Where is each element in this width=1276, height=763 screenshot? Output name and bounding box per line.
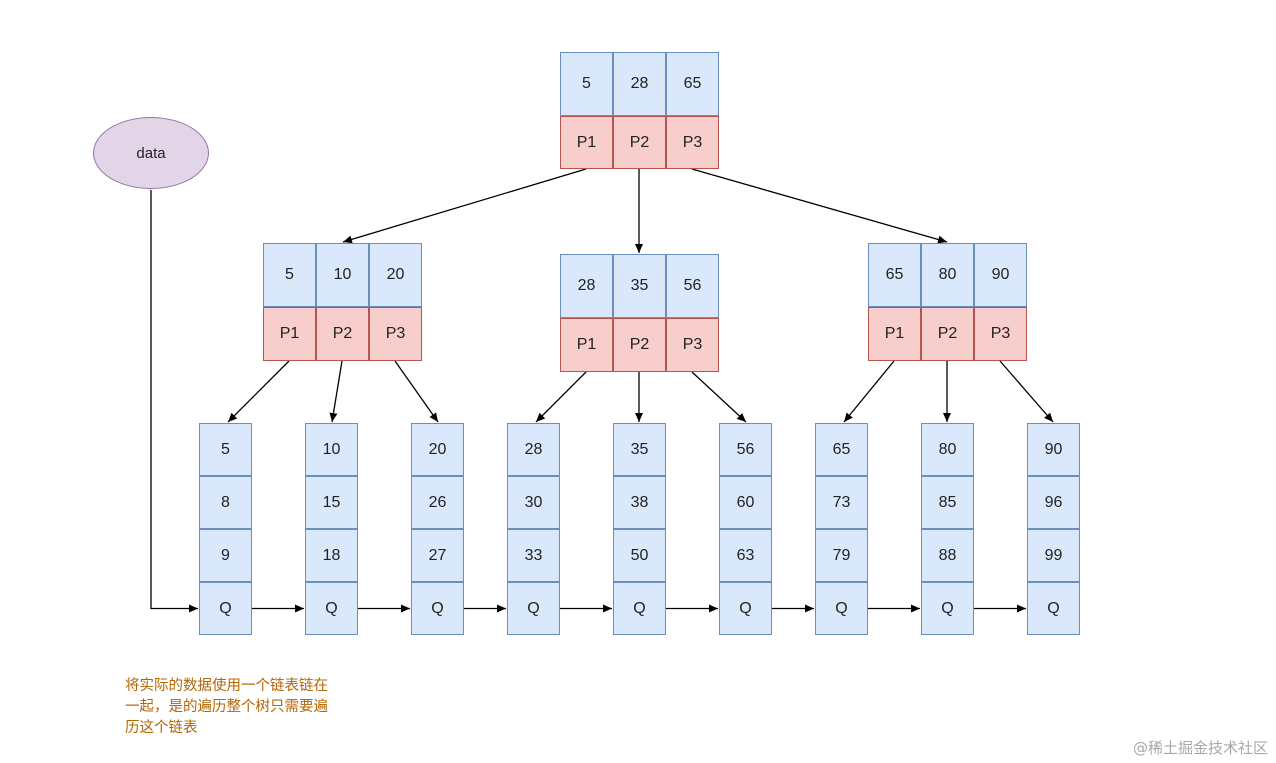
- edge-internal-to-leaf: [535, 371, 587, 423]
- internal-node-2-key-cell: 35: [613, 254, 666, 318]
- leaf-value-cell: 99: [1027, 529, 1080, 582]
- note-line: 将实际的数据使用一个链表链在: [125, 678, 328, 694]
- leaf-link-cell: Q: [305, 582, 358, 635]
- internal-node-2-key-cell: 56: [666, 254, 719, 318]
- leaf-value-cell: 15: [305, 476, 358, 529]
- internal-node-1-key-cell: 20: [369, 243, 422, 307]
- leaf-value-cell: 65: [815, 423, 868, 476]
- internal-node-3-key-cell: 65: [868, 243, 921, 307]
- internal-node-2-pointer-cell: P1: [560, 318, 613, 372]
- leaf-value-cell: 26: [411, 476, 464, 529]
- internal-node-2-key-cell: 28: [560, 254, 613, 318]
- root-node-pointer-cell: P3: [666, 116, 719, 169]
- data-node: data: [93, 117, 209, 189]
- edge-internal-to-leaf: [843, 360, 895, 423]
- leaf-link-cell: Q: [507, 582, 560, 635]
- leaf-value-cell: 96: [1027, 476, 1080, 529]
- leaf-link-cell: Q: [921, 582, 974, 635]
- leaf-link-cell: Q: [1027, 582, 1080, 635]
- leaf-value-cell: 90: [1027, 423, 1080, 476]
- leaf-value-cell: 63: [719, 529, 772, 582]
- leaf-value-cell: 56: [719, 423, 772, 476]
- internal-node-1-key-cell: 5: [263, 243, 316, 307]
- internal-node-3-pointer-cell: P3: [974, 307, 1027, 361]
- leaf-value-cell: 38: [613, 476, 666, 529]
- leaf-value-cell: 10: [305, 423, 358, 476]
- leaf-value-cell: 20: [411, 423, 464, 476]
- leaf-value-cell: 50: [613, 529, 666, 582]
- leaf-value-cell: 28: [507, 423, 560, 476]
- leaf-value-cell: 60: [719, 476, 772, 529]
- edge-internal-to-leaf: [691, 371, 747, 423]
- watermark: @稀土掘金技术社区: [1132, 739, 1268, 757]
- edge-internal-to-leaf: [394, 360, 439, 423]
- edge-data-to-first-leaf: [150, 190, 198, 613]
- internal-node-1-pointer-cell: P3: [369, 307, 422, 361]
- leaf-value-cell: 73: [815, 476, 868, 529]
- internal-node-1-pointer-cell: P2: [316, 307, 369, 361]
- internal-node-3-key-cell: 80: [921, 243, 974, 307]
- leaf-value-cell: 85: [921, 476, 974, 529]
- edge-internal-to-leaf: [329, 360, 343, 423]
- leaf-value-cell: 33: [507, 529, 560, 582]
- internal-node-1-pointer-cell: P1: [263, 307, 316, 361]
- internal-node-3-pointer-cell: P2: [921, 307, 974, 361]
- leaf-value-cell: 27: [411, 529, 464, 582]
- leaf-value-cell: 5: [199, 423, 252, 476]
- leaf-value-cell: 9: [199, 529, 252, 582]
- internal-node-2-pointer-cell: P2: [613, 318, 666, 372]
- leaf-value-cell: 30: [507, 476, 560, 529]
- root-node-pointer-cell: P2: [613, 116, 666, 169]
- leaf-value-cell: 88: [921, 529, 974, 582]
- leaf-value-cell: 35: [613, 423, 666, 476]
- edge-internal-to-leaf: [999, 360, 1054, 423]
- root-node-key-cell: 28: [613, 52, 666, 116]
- leaf-link-cell: Q: [411, 582, 464, 635]
- data-node-label: data: [136, 144, 166, 162]
- leaf-link-cell: Q: [199, 582, 252, 635]
- leaf-link-cell: Q: [613, 582, 666, 635]
- leaf-link-cell: Q: [815, 582, 868, 635]
- internal-node-2-pointer-cell: P3: [666, 318, 719, 372]
- internal-node-3-key-cell: 90: [974, 243, 1027, 307]
- internal-node-3-pointer-cell: P1: [868, 307, 921, 361]
- leaf-value-cell: 18: [305, 529, 358, 582]
- root-node-pointer-cell: P1: [560, 116, 613, 169]
- leaf-link-cell: Q: [719, 582, 772, 635]
- internal-node-1-key-cell: 10: [316, 243, 369, 307]
- edge-internal-to-leaf: [227, 360, 290, 423]
- root-node-key-cell: 5: [560, 52, 613, 116]
- edge-root-to-internal-3: [691, 168, 948, 244]
- leaf-value-cell: 8: [199, 476, 252, 529]
- leaf-value-cell: 79: [815, 529, 868, 582]
- leaf-value-cell: 80: [921, 423, 974, 476]
- note-line: 历这个链表: [125, 720, 198, 736]
- annotation-note: 将实际的数据使用一个链表链在 一起，是的遍历整个树只需要遍 历这个链表: [125, 676, 375, 739]
- edge-root-to-internal-1: [342, 168, 587, 244]
- root-node-key-cell: 65: [666, 52, 719, 116]
- note-line: 一起，是的遍历整个树只需要遍: [125, 699, 328, 715]
